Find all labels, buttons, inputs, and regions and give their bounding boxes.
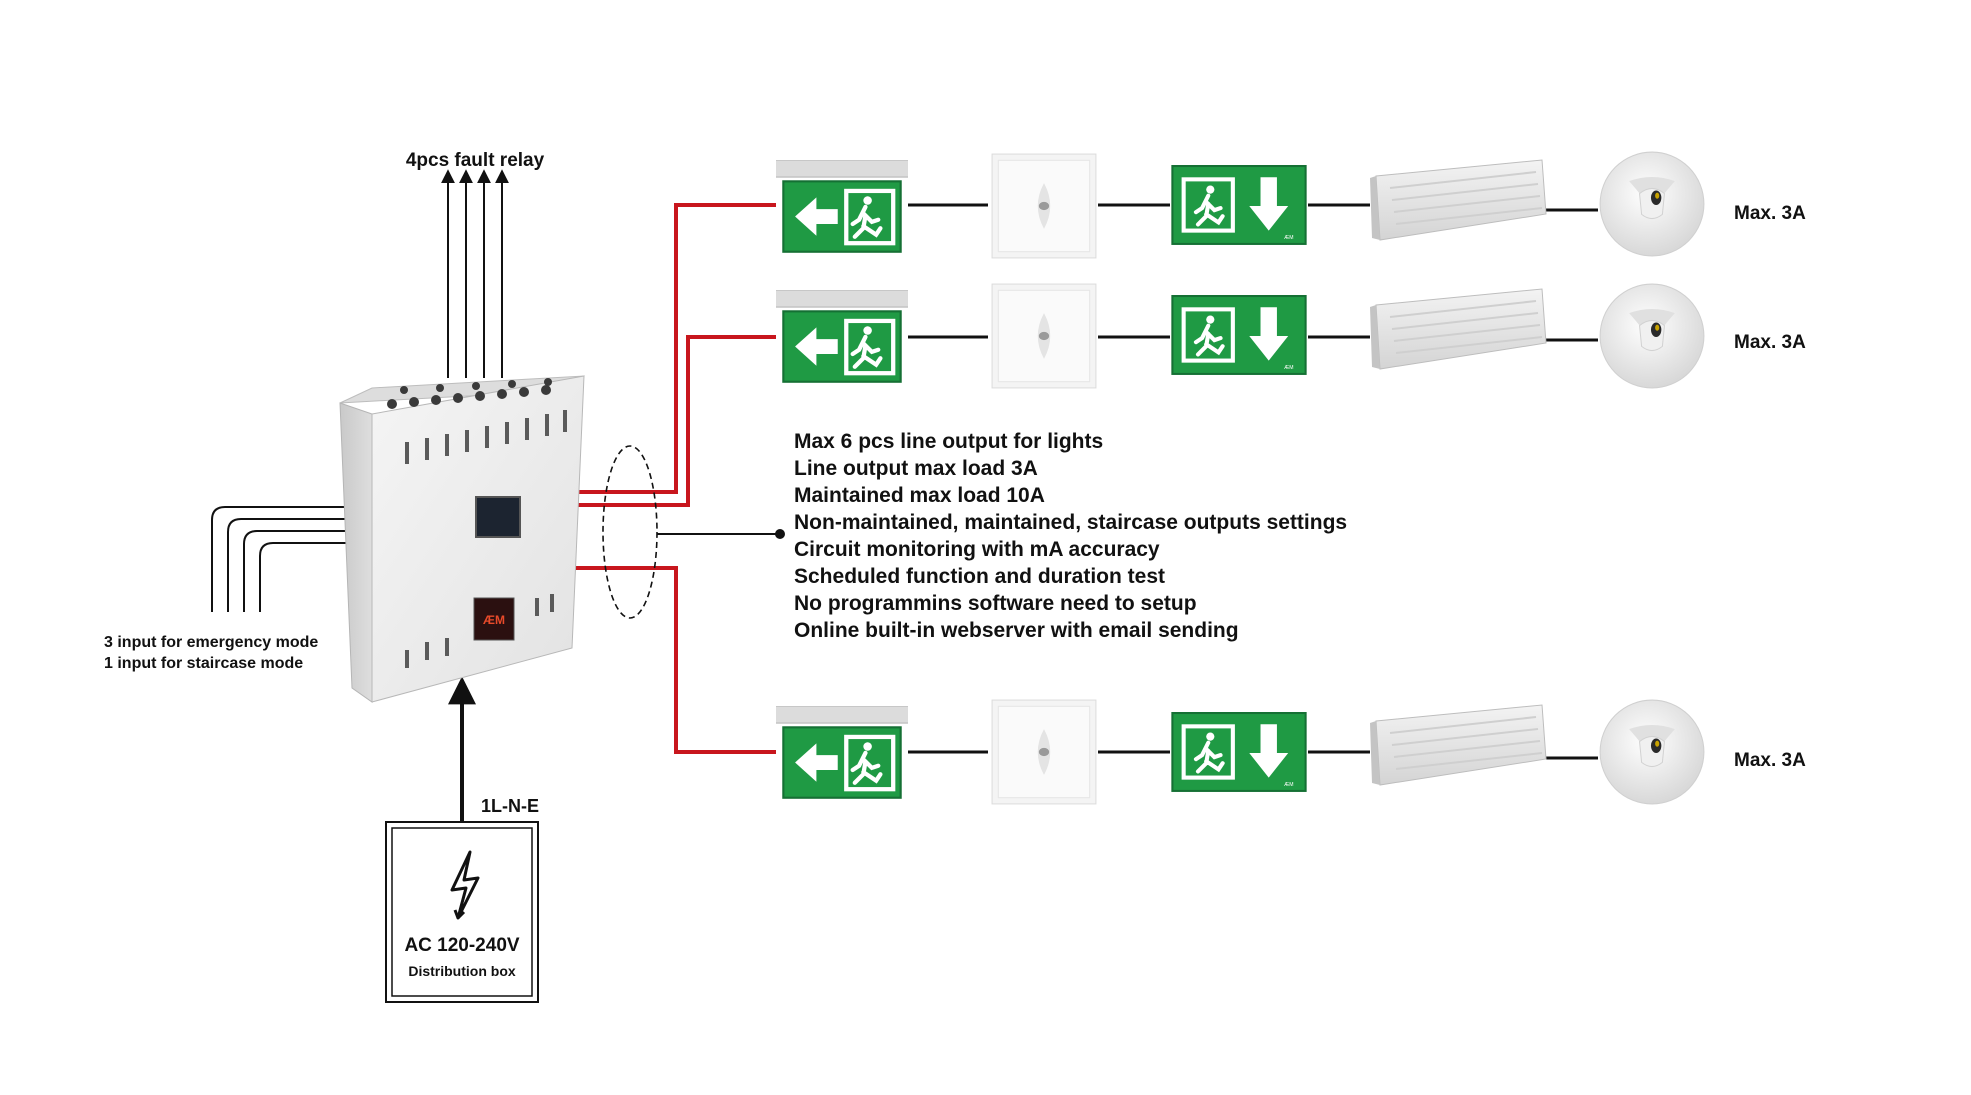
feature-item: Maintained max load 10A [794,484,1045,507]
feature-item: Non-maintained, maintained, staircase ou… [794,511,1347,534]
input-label-emergency: 3 input for emergency mode [104,634,318,651]
distribution-box [385,821,539,1003]
max-load-label-line-2: Max. 3A [1734,332,1806,353]
input-label-staircase: 1 input for staircase mode [104,655,303,672]
bulkhead-light-icon [1370,287,1548,371]
exit-sign-down-icon [1172,296,1305,374]
max-load-label-line-1: Max. 3A [1734,203,1806,224]
emergency-controller-cabinet: ÆM [339,375,585,703]
fault-relay-label: 4pcs fault relay [406,150,545,171]
svg-text:ÆM: ÆM [483,613,505,627]
downlight-icon [1599,151,1705,257]
supply-cable-label: 1L-N-E [481,796,539,816]
luminaire-links [908,203,1598,760]
downlight-icon [1599,283,1705,389]
input-arrows [211,500,363,612]
exit-sign-down-icon [1172,713,1305,791]
exit-sign-down-icon [1172,166,1305,244]
ceiling-light-icon [991,283,1097,389]
output-wires [574,203,776,754]
feature-item: Scheduled function and duration test [794,565,1165,588]
exit-sign-left-icon [775,706,909,798]
ceiling-light-icon [991,153,1097,259]
exit-sign-left-icon [775,160,909,252]
output-bundle-ellipse [602,445,658,619]
ceiling-light-icon [991,699,1097,805]
feature-list: Max 6 pcs line output for lights Line ou… [794,430,1347,642]
feature-item: Circuit monitoring with mA accuracy [794,538,1160,561]
feature-item: No programmins software need to setup [794,592,1197,615]
fault-relay-arrows [441,169,509,378]
distribution-box-label: Distribution box [408,963,516,979]
feature-item: Online built-in webserver with email sen… [794,619,1239,642]
exit-sign-left-icon [775,290,909,382]
bulkhead-light-icon [1370,703,1548,787]
supply-voltage: AC 120-240V [404,935,519,956]
feature-pointer-dot [775,529,785,539]
feature-item: Line output max load 3A [794,457,1038,480]
bulkhead-light-icon [1370,158,1548,242]
downlight-icon [1599,699,1705,805]
max-load-label-line-3: Max. 3A [1734,750,1806,771]
feature-item: Max 6 pcs line output for lights [794,430,1103,453]
